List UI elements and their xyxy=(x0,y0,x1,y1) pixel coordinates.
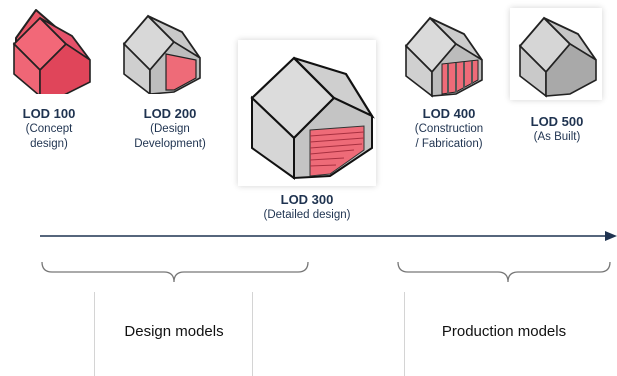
design-models-label: Design models xyxy=(124,323,224,340)
lod400-label: LOD 400 (Construction / Fabrication) xyxy=(396,106,502,152)
lod-desc-line: (Design xyxy=(150,123,190,135)
lod-title: LOD 300 xyxy=(280,192,334,207)
lod100-house-icon xyxy=(6,8,92,94)
lod-title: LOD 100 xyxy=(22,106,76,121)
lod-desc-line: / Fabrication) xyxy=(415,138,483,150)
lod-desc-line: (Concept xyxy=(25,123,73,135)
lod200-house-icon xyxy=(118,8,204,94)
lod-title: LOD 200 xyxy=(143,106,197,121)
lod100-label: LOD 100 (Concept design) xyxy=(10,106,88,152)
lod-title: LOD 400 xyxy=(422,106,476,121)
production-models-label: Production models xyxy=(441,323,567,340)
lod-desc-line: (As Built) xyxy=(533,131,581,143)
lod400-house-icon xyxy=(398,8,488,98)
lod-desc-line: design) xyxy=(30,138,68,150)
timeline-arrowhead xyxy=(605,231,617,241)
lod500-label: LOD 500 (As Built) xyxy=(508,114,606,145)
lod-title: LOD 500 xyxy=(530,114,584,129)
lod-desc-line: (Construction xyxy=(414,123,484,135)
design-box-left-border xyxy=(94,292,95,376)
lod300-label: LOD 300 (Detailed design) xyxy=(236,192,378,223)
production-box-left-border xyxy=(404,292,405,376)
lod500-house-icon xyxy=(510,8,602,100)
lod-desc-line: (Detailed design) xyxy=(263,209,351,221)
lod200-label: LOD 200 (Design Development) xyxy=(120,106,220,152)
lod-desc-line: Development) xyxy=(134,138,206,150)
design-models-brace xyxy=(41,261,309,283)
lod300-house-icon xyxy=(238,40,376,186)
design-box-right-border xyxy=(252,292,253,376)
production-models-brace xyxy=(397,261,611,283)
